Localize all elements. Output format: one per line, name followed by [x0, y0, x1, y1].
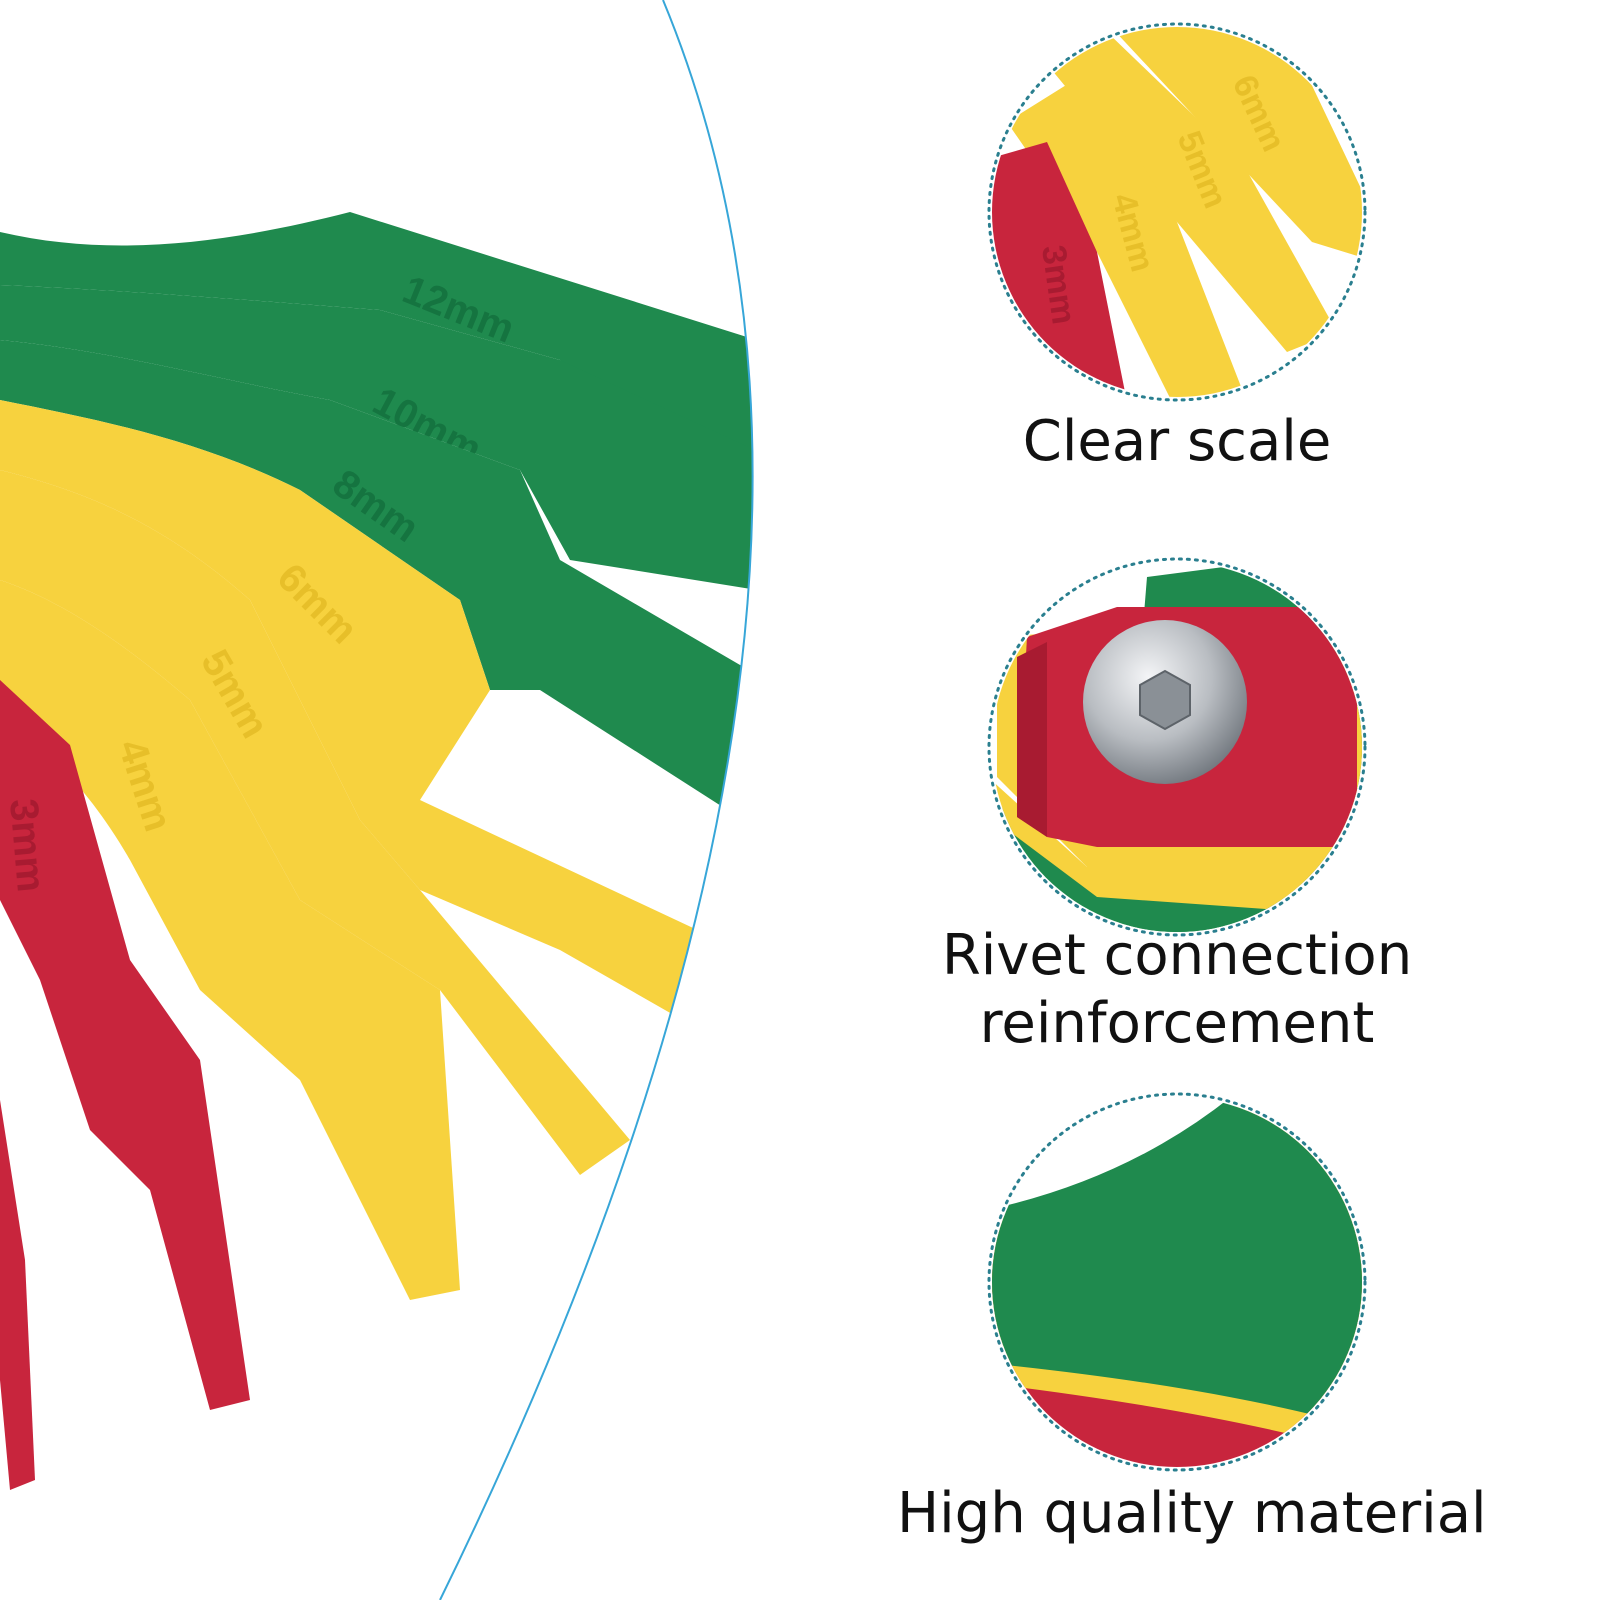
feature-detail-rivet: [987, 557, 1367, 937]
brake-gauge-main-image: 12mm 10mm 8mm 6mm 5mm 4mm: [0, 0, 754, 1600]
blade-5mm: 5mm: [0, 470, 630, 1175]
blade-4mm: 4mm: [0, 580, 460, 1300]
caption-clear-scale: Clear scale: [1022, 409, 1332, 474]
blade-3mm: 3mm: [0, 680, 250, 1490]
caption-high-quality-material: High quality material: [897, 1481, 1487, 1546]
hex-socket: [1139, 669, 1191, 731]
divider-arc: [439, 0, 754, 1600]
feature-detail-material: [987, 1092, 1367, 1472]
caption-rivet-line2: reinforcement: [979, 991, 1375, 1056]
caption-rivet-line1: Rivet connection: [941, 923, 1413, 988]
feature-detail-clear-scale: 6mm 5mm 4mm 3mm: [987, 22, 1367, 402]
blade-6mm: 6mm: [0, 400, 740, 1030]
blade-label-3mm: 3mm: [1, 797, 53, 894]
